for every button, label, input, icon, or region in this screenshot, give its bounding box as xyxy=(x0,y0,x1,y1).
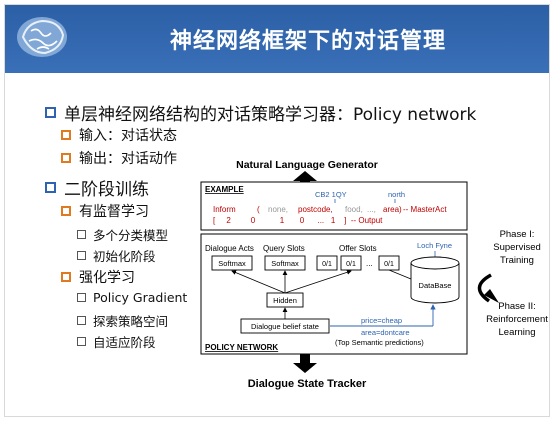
area-token: area) xyxy=(383,205,402,214)
bullet-init-stage: 初始化阶段 xyxy=(77,246,156,265)
square-bullet-icon xyxy=(45,182,56,193)
bullet-policy-gradient: Policy Gradient xyxy=(77,290,187,305)
slide: 神经网络框架下的对话管理 单层神经网络结构的对话策略学习器：Policy net… xyxy=(4,4,550,417)
phase1-line2: Supervised xyxy=(493,242,541,253)
bullet-text: 输出：对话动作 xyxy=(79,151,177,167)
bullet-output: 输出：对话动作 xyxy=(61,148,177,168)
square-bullet-icon xyxy=(77,293,86,302)
offer-slots-label: Offer Slots xyxy=(339,244,377,253)
inform-token: Inform xyxy=(213,205,236,214)
database-label: DataBase xyxy=(419,281,452,290)
cb2-value: CB2 1QY xyxy=(315,190,347,199)
square-bullet-icon xyxy=(77,337,86,346)
inform-line: Inform ( none, postcode, food, ..., area… xyxy=(213,205,447,214)
north-value: north xyxy=(388,190,405,199)
hidden-to-offer-arrow xyxy=(284,269,352,294)
bullet-text: 多个分类模型 xyxy=(93,228,169,243)
policy-network-diagram: Natural Language Generator EXAMPLE CB2 1… xyxy=(200,159,548,390)
bullet-text: 强化学习 xyxy=(79,270,135,286)
hidden-label: Hidden xyxy=(273,296,297,305)
softmax-query-label: Softmax xyxy=(271,259,299,268)
postcode-token: postcode, xyxy=(298,205,333,214)
area-value: area=dontcare xyxy=(361,328,410,337)
square-bullet-icon xyxy=(61,130,71,140)
phase-arrowhead-icon xyxy=(484,289,499,303)
none-token: none, xyxy=(268,205,288,214)
nlg-label: Natural Language Generator xyxy=(236,159,378,171)
food-token: food, xyxy=(345,205,363,214)
bullet-input: 输入：对话状态 xyxy=(61,125,177,145)
offer-slot-label-3: 0/1 xyxy=(384,261,394,268)
hidden-to-acts-arrow xyxy=(231,270,286,294)
bullet-text: 初始化阶段 xyxy=(93,249,156,264)
header-bar: 神经网络框架下的对话管理 xyxy=(5,5,549,73)
softmax-query-box xyxy=(264,255,306,271)
database-cylinder xyxy=(410,263,460,304)
softmax-acts-box xyxy=(211,255,253,271)
bullet-two-stage: 二阶段训练 xyxy=(45,175,149,200)
bullet-text: 自适应阶段 xyxy=(93,335,156,350)
dialogue-acts-label: Dialogue Acts xyxy=(205,244,254,253)
square-bullet-icon xyxy=(77,316,86,325)
offer-slot-label-2: 0/1 xyxy=(346,261,356,268)
bullet-explore-space: 探索策略空间 xyxy=(77,311,168,330)
page-title: 神经网络框架下的对话管理 xyxy=(169,29,446,54)
square-bullet-icon xyxy=(77,251,86,260)
loch-fyne-label: Loch Fyne xyxy=(417,241,452,250)
square-bullet-icon xyxy=(61,206,71,216)
bullet-reinforcement: 强化学习 xyxy=(61,267,135,287)
bullet-text: 探索策略空间 xyxy=(93,314,169,329)
dst-label: Dialogue State Tracker xyxy=(248,378,367,390)
phase1-line3: Training xyxy=(500,255,534,266)
paren-token: ( xyxy=(257,205,260,214)
belief-state-box xyxy=(240,318,330,334)
offer-to-db-line xyxy=(388,269,412,280)
belief-state-label: Dialogue belief state xyxy=(251,322,319,331)
bullet-policy-learner: 单层神经网络结构的对话策略学习器：Policy network xyxy=(45,100,476,125)
example-box xyxy=(200,181,468,231)
square-bullet-icon xyxy=(45,107,56,118)
bullet-text: 二阶段训练 xyxy=(64,180,149,200)
ellipsis-token: ..., xyxy=(367,205,376,214)
price-value: price=cheap xyxy=(361,316,402,325)
brain-logo-icon xyxy=(17,17,67,57)
square-bullet-icon xyxy=(61,153,71,163)
database-top xyxy=(410,256,460,270)
policy-network-label: POLICY NETWORK xyxy=(205,343,278,352)
bullet-adaptive-stage: 自适应阶段 xyxy=(77,332,156,351)
bullet-text: 单层神经网络结构的对话策略学习器：Policy network xyxy=(64,105,477,125)
phase-curve-arrow xyxy=(477,273,492,303)
masteract-token: -- MasterAct xyxy=(403,205,447,214)
phase2-line2: Reinforcement xyxy=(486,314,548,325)
phase1-line1: Phase I: xyxy=(500,229,535,240)
example-label: EXAMPLE xyxy=(205,185,244,194)
output-line: [ 2 0 1 0 ... 1 ] -- Output xyxy=(213,216,383,225)
bullet-supervised: 有监督学习 xyxy=(61,201,149,221)
up-arrow-icon xyxy=(293,171,317,189)
bullet-text: 输入：对话状态 xyxy=(79,128,177,144)
bullet-text: 有监督学习 xyxy=(79,204,149,220)
offer-slot-ellipsis: ... xyxy=(366,259,373,268)
square-bullet-icon xyxy=(61,272,71,282)
softmax-acts-label: Softmax xyxy=(218,259,246,268)
hidden-box xyxy=(266,292,304,308)
offer-slot-box-1 xyxy=(316,255,338,271)
square-bullet-icon xyxy=(77,230,86,239)
phase2-line3: Learning xyxy=(499,327,536,338)
bullet-classifiers: 多个分类模型 xyxy=(77,225,168,244)
phase2-line1: Phase II: xyxy=(498,301,536,312)
top-semantic-label: (Top Semantic predictions) xyxy=(335,338,424,347)
down-arrow-icon xyxy=(293,354,317,373)
query-slots-label: Query Slots xyxy=(263,244,305,253)
bullet-text: Policy Gradient xyxy=(93,290,188,305)
offer-slot-label-1: 0/1 xyxy=(322,261,332,268)
